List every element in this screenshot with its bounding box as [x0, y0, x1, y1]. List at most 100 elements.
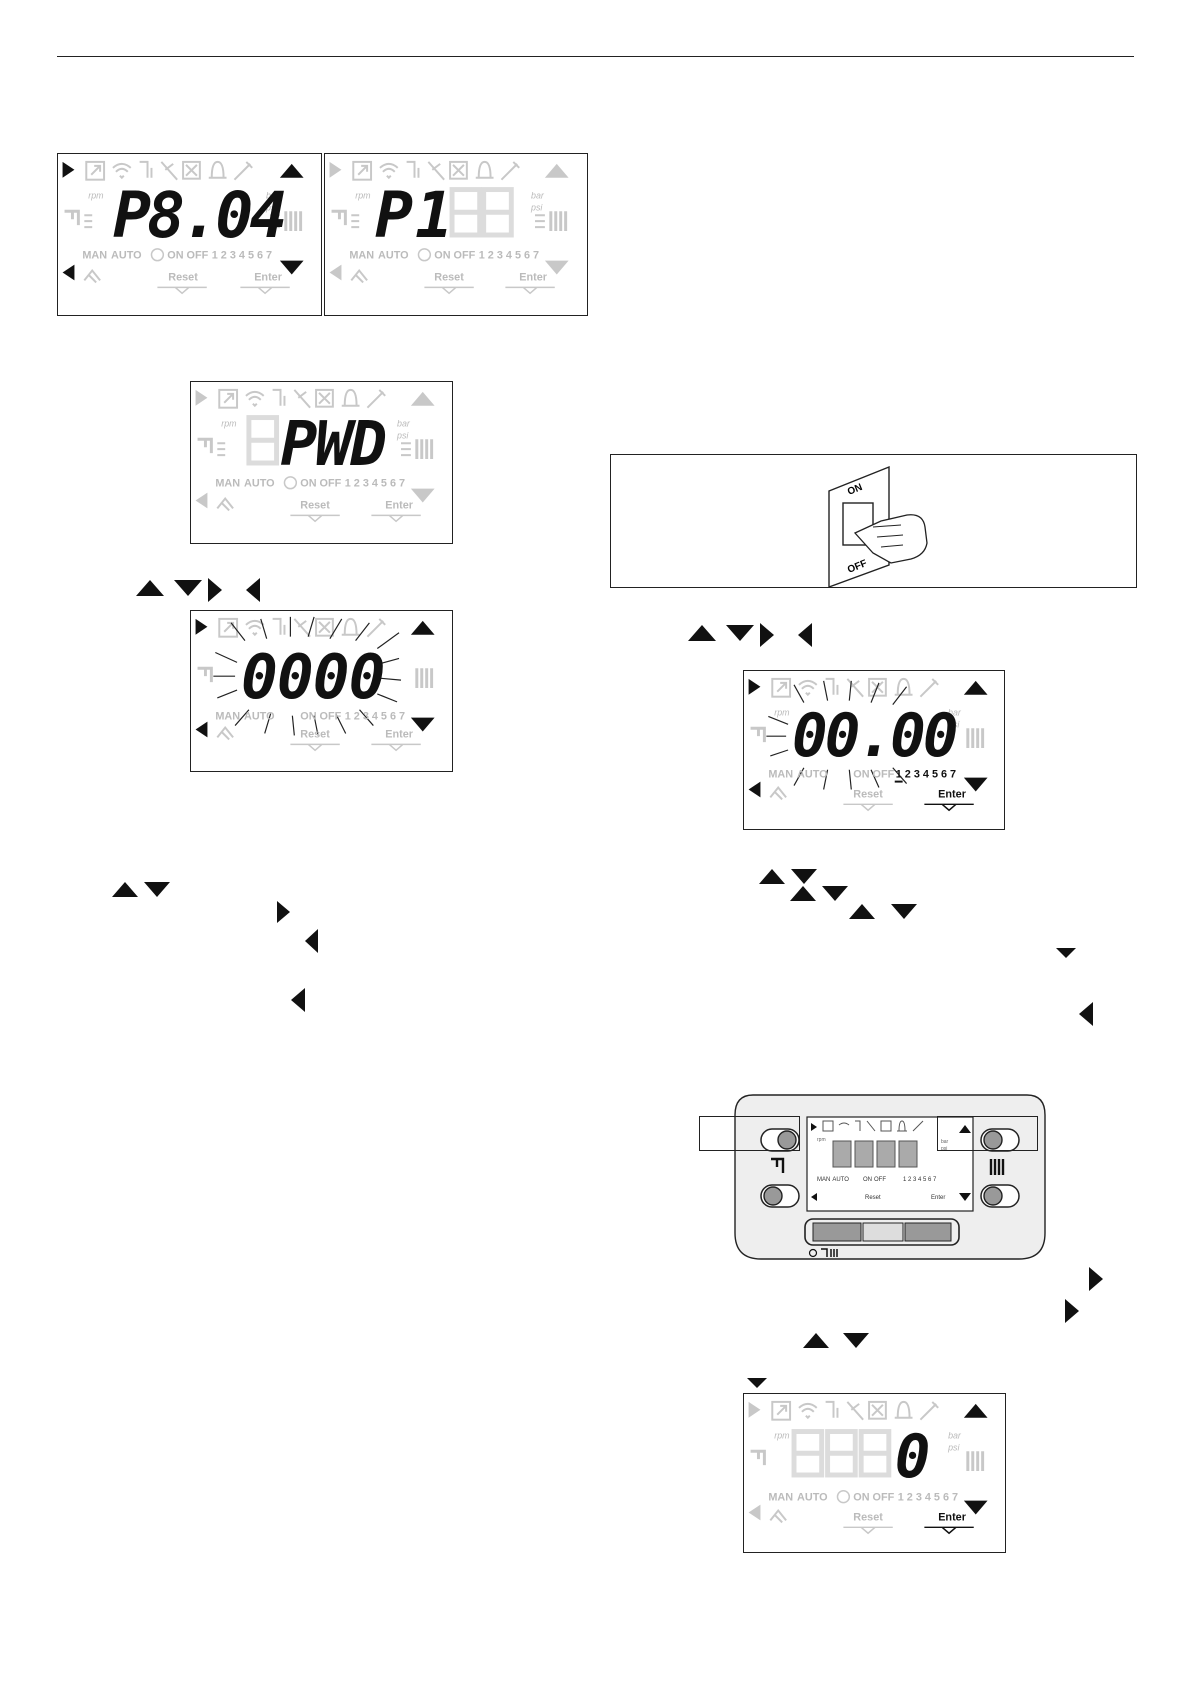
- down-arrow-icon: [174, 580, 202, 596]
- left-arrow-icon: [798, 623, 812, 647]
- dhw-minus-button[interactable]: [760, 1184, 800, 1208]
- radiator-icon: [284, 211, 303, 232]
- right-arrow-icon: [208, 578, 222, 602]
- left-arrow-icon: [329, 264, 342, 281]
- rpm-label: rpm: [88, 190, 103, 200]
- up-arrow-icon: [803, 1333, 829, 1348]
- callout-right-buttons: [937, 1116, 1038, 1151]
- left-arrow-r: [1077, 1000, 1097, 1028]
- left-arrow-icon: [246, 578, 260, 602]
- up-arrow-icon: [849, 904, 875, 919]
- radiator-icon: [989, 1159, 1005, 1175]
- up-arrow-icon: [544, 163, 569, 178]
- down-arrow-icon: [726, 625, 754, 641]
- switch-on-label: ON: [846, 482, 864, 498]
- callout-left-buttons: [699, 1116, 800, 1151]
- up-down-arrows-r2: [788, 883, 852, 905]
- svg-text:Reset: Reset: [853, 788, 883, 800]
- status-icons-row: [85, 160, 253, 181]
- right-arrow-icon: [329, 161, 342, 178]
- svg-text:psi: psi: [530, 202, 543, 212]
- main-readout: PWD: [281, 409, 386, 480]
- clock-icon: [150, 248, 165, 262]
- up-arrow-icon: [688, 625, 716, 641]
- main-readout: 00.00: [792, 701, 957, 770]
- radiator-icon: [830, 1249, 838, 1257]
- up-down-arrows: [110, 879, 174, 901]
- enter-label-active: Enter: [938, 788, 967, 800]
- svg-text:bar: bar: [397, 418, 411, 428]
- down-arrow-icon: [843, 1333, 869, 1348]
- flame-off-icon: [83, 268, 101, 284]
- left-arrow-icon: [291, 988, 305, 1012]
- status-icons-row: [352, 160, 520, 181]
- blink-rays: [766, 680, 908, 790]
- right-arrow-r1: [1087, 1265, 1107, 1293]
- svg-text:bar: bar: [948, 707, 962, 717]
- down-arrow-icon: [791, 869, 817, 884]
- blink-rays: [213, 616, 402, 736]
- up-arrow-icon: [790, 886, 816, 901]
- heating-plus-button[interactable]: [980, 1128, 1020, 1152]
- down-arrow-icon: [279, 260, 304, 275]
- right-left-arrows: [275, 899, 325, 955]
- ghost-digits: [449, 187, 514, 238]
- right-arrow-icon: [277, 901, 290, 923]
- enter-label: Enter: [254, 271, 283, 283]
- svg-text:1 2 3 4 5 6 7: 1 2 3 4 5 6 7: [345, 711, 405, 723]
- days-row: 1 2 3 4 5 6 7: [212, 250, 272, 262]
- svg-text:Reset: Reset: [853, 1511, 883, 1523]
- dhw-plus-button[interactable]: [760, 1128, 800, 1152]
- svg-text:rpm: rpm: [774, 707, 789, 717]
- main-readout: 0000: [241, 642, 384, 713]
- svg-text:Reset: Reset: [434, 271, 464, 283]
- header-rule: [57, 56, 1134, 57]
- svg-text:rpm: rpm: [221, 418, 236, 428]
- mode-selector-switch[interactable]: [804, 1218, 960, 1246]
- hot-water-bars-icon: [84, 214, 93, 229]
- up-down-arrows-r4: [801, 1330, 873, 1352]
- bar-label: bar: [266, 190, 280, 200]
- right-arrow-icon: [1065, 1299, 1079, 1323]
- svg-text:psi: psi: [396, 430, 409, 440]
- enter-label-active: Enter: [938, 1511, 967, 1523]
- left-arrow-icon: [305, 929, 318, 953]
- svg-text:rpm: rpm: [817, 1137, 826, 1143]
- down-arrow-icon: [891, 904, 917, 919]
- up-down-arrows-r3: [847, 901, 921, 923]
- navigation-arrows-group: [134, 576, 264, 606]
- svg-text:bar: bar: [948, 1430, 962, 1440]
- svg-text:1 2 3 4 5 6 7: 1 2 3 4 5 6 7: [345, 478, 405, 490]
- power-switch-illustration: ON OFF: [610, 454, 1137, 589]
- heating-minus-button[interactable]: [980, 1184, 1020, 1208]
- svg-text:Enter: Enter: [385, 499, 414, 511]
- svg-text:Reset: Reset: [300, 728, 330, 740]
- main-readout: 0: [895, 1422, 931, 1491]
- svg-text:1 2 3 4 5 6 7: 1 2 3 4 5 6 7: [898, 1492, 958, 1504]
- tap-icon: [771, 1157, 785, 1173]
- up-arrow-icon: [759, 869, 785, 884]
- navigation-arrows-group-2: [686, 621, 816, 651]
- down-arrow-icon: [747, 1378, 767, 1388]
- right-arrow-icon: [760, 623, 774, 647]
- main-readout: P1: [375, 178, 455, 252]
- left-arrow-icon: [62, 264, 75, 281]
- svg-text:bar: bar: [941, 1139, 949, 1145]
- up-down-arrows-r1: [757, 866, 821, 888]
- psi-label: psi: [265, 202, 278, 212]
- tap-icon: [64, 209, 80, 226]
- svg-text:psi: psi: [947, 719, 960, 729]
